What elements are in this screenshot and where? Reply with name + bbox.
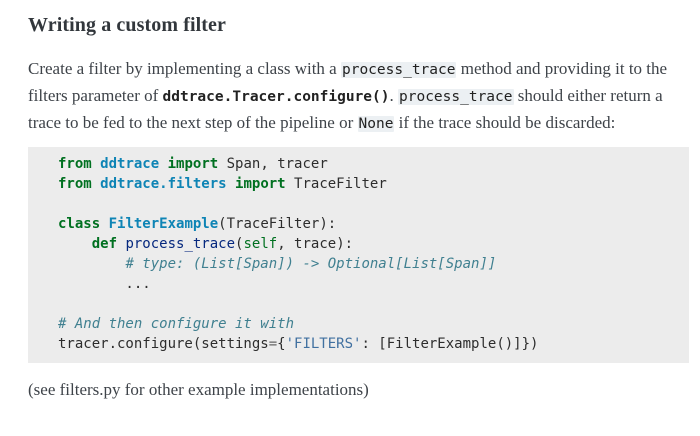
- code-token-c: # type: (List[Span]) -> Optional[List[Sp…: [125, 256, 497, 272]
- inline-code-reference: ddtrace.Tracer.configure(): [162, 89, 390, 105]
- code-token-kw: import: [235, 176, 286, 192]
- document-section: Writing a custom filter Create a filter …: [28, 14, 689, 399]
- code-token-s: 'FILTERS': [285, 336, 362, 352]
- inline-code: None: [357, 116, 395, 132]
- code-token-c: # And then configure it with: [58, 316, 295, 332]
- code-token-kw: def: [91, 236, 118, 252]
- code-token-bp: self: [243, 236, 278, 252]
- code-token-kw: import: [167, 156, 219, 172]
- code-token-kw: from: [58, 176, 92, 192]
- intro-paragraph: Create a filter by implementing a class …: [28, 59, 668, 132]
- outro-paragraph: (see filters.py for other example implem…: [28, 380, 369, 399]
- code-block: from ddtrace import Span, tracer from dd…: [28, 147, 689, 363]
- code-token-kw: from: [58, 156, 92, 172]
- code-pre: from ddtrace import Span, tracer from dd…: [58, 156, 539, 352]
- code-token-kw: class: [58, 216, 101, 232]
- code-token-nf: process_trace: [125, 236, 236, 252]
- code-token-nc: FilterExample: [108, 216, 219, 232]
- code-token-o: =: [268, 336, 278, 352]
- section-heading: Writing a custom filter: [28, 14, 227, 36]
- inline-code: process_trace: [340, 62, 457, 78]
- code-token-nn: ddtrace.filters: [100, 176, 227, 192]
- code-token-nn: ddtrace: [100, 156, 160, 172]
- inline-code: process_trace: [398, 89, 514, 105]
